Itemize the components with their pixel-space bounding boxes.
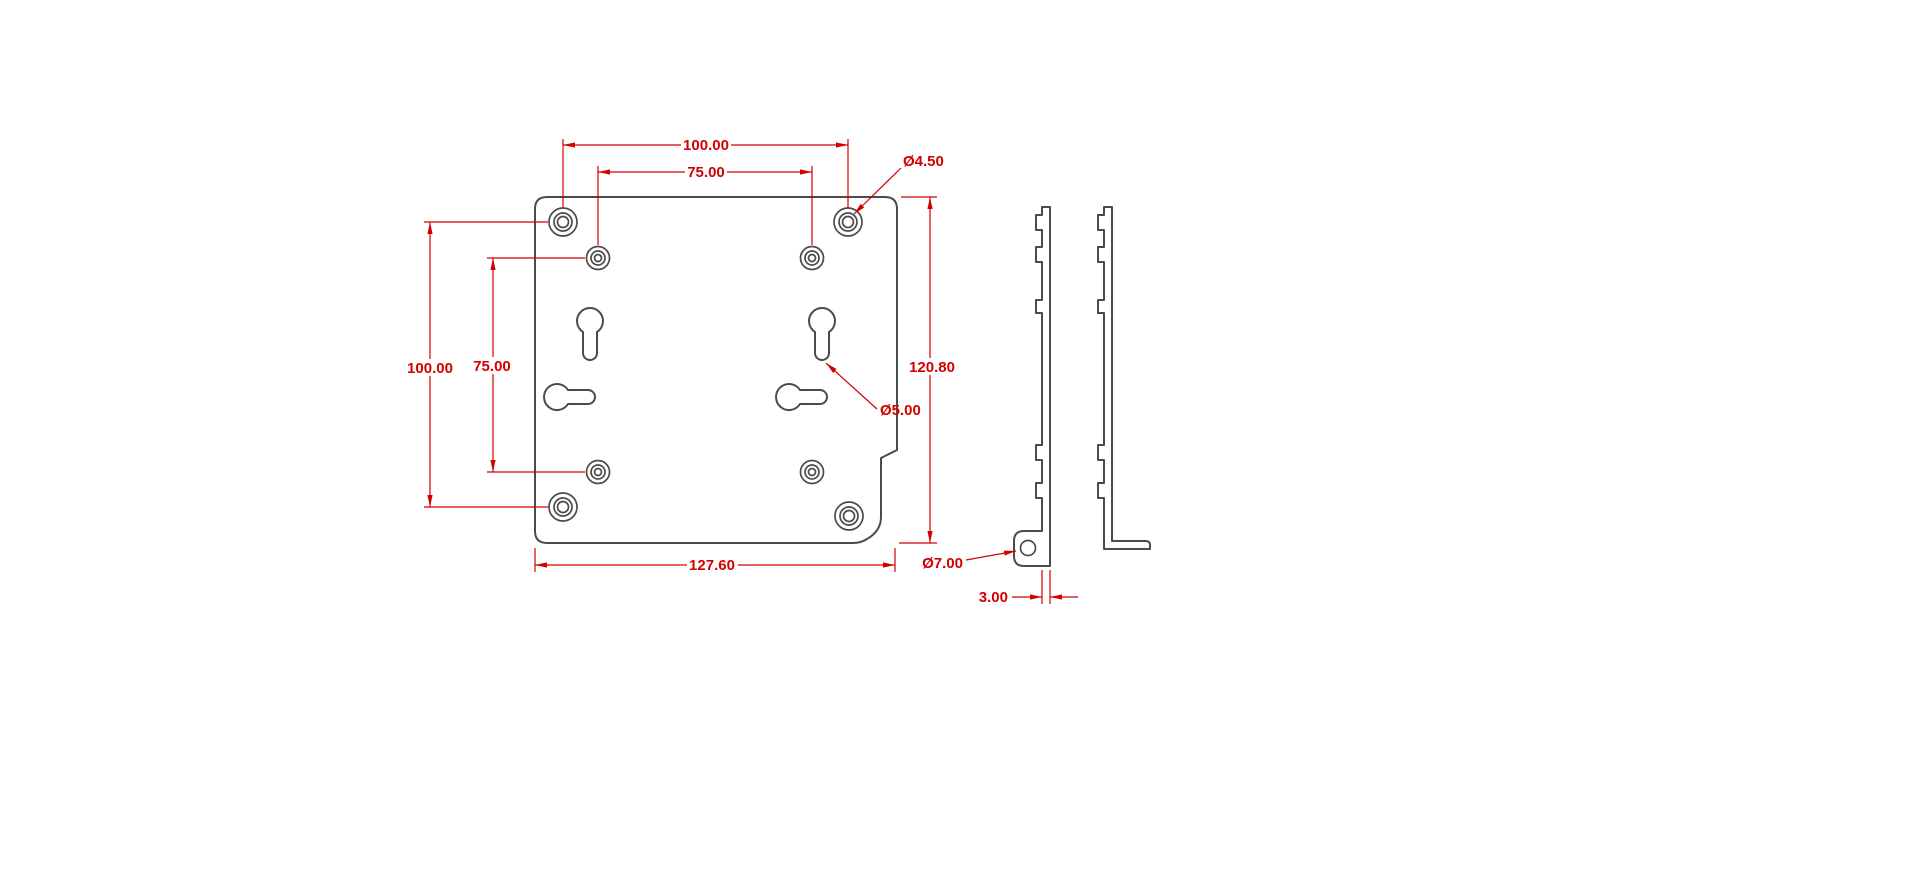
dim-label-tab-hole-dia: Ø7.00 bbox=[922, 555, 963, 572]
front-view bbox=[534, 196, 898, 544]
dim-label-left-outer: 100.00 bbox=[407, 360, 453, 377]
hole-ring-outer bbox=[799, 245, 825, 271]
inner-hole-top-left bbox=[585, 245, 611, 271]
dim-width: 127.60 bbox=[534, 548, 896, 574]
hole-ring-inner bbox=[593, 467, 603, 477]
dim-top-inner: 75.00 bbox=[597, 163, 813, 245]
inner-hole-top-right bbox=[799, 245, 825, 271]
hole-ring-inner bbox=[807, 467, 817, 477]
keyhole-horizontal-left bbox=[543, 383, 596, 411]
hole-ring-middle bbox=[804, 250, 820, 266]
dimensions: 100.00 75.00 100.00 bbox=[405, 136, 1078, 606]
label-mask bbox=[685, 163, 727, 180]
hole-ring-middle bbox=[553, 212, 573, 232]
hole-ring-inner bbox=[556, 500, 570, 514]
dim-label-keyhole-dia: Ø5.00 bbox=[880, 402, 921, 419]
hole-ring-middle bbox=[590, 464, 606, 480]
keyhole-horizontal-right bbox=[775, 383, 828, 411]
hole-ring-middle bbox=[553, 497, 573, 517]
corner-hole-bottom-left bbox=[548, 492, 578, 522]
leader-line bbox=[853, 167, 902, 215]
hole-ring-middle bbox=[839, 506, 859, 526]
side-view-front-profile bbox=[1013, 206, 1051, 567]
hole-ring-inner bbox=[807, 253, 817, 263]
keyhole-vertical-right bbox=[808, 307, 836, 361]
hole-ring-outer bbox=[548, 492, 578, 522]
leader-line bbox=[965, 550, 1017, 561]
callout-corner-hole-dia: Ø4.50 bbox=[853, 153, 944, 215]
dim-label-left-inner: 75.00 bbox=[473, 358, 511, 375]
hole-ring-middle bbox=[838, 212, 858, 232]
hole-ring-middle bbox=[590, 250, 606, 266]
dim-label-corner-hole-dia: Ø4.50 bbox=[903, 153, 944, 170]
callout-tab-hole-dia: Ø7.00 bbox=[922, 550, 1017, 572]
dim-left-outer: 100.00 bbox=[405, 221, 548, 508]
tab-hole bbox=[1019, 539, 1037, 557]
hole-ring-outer bbox=[585, 245, 611, 271]
label-mask bbox=[907, 358, 958, 375]
dim-top-outer: 100.00 bbox=[562, 136, 849, 208]
dim-left-inner: 75.00 bbox=[471, 257, 585, 473]
hole-ring-inner bbox=[593, 253, 603, 263]
dim-label-top-outer: 100.00 bbox=[683, 137, 729, 154]
label-mask bbox=[405, 359, 455, 376]
inner-hole-bottom-right bbox=[799, 459, 825, 485]
hole-ring-inner bbox=[556, 215, 570, 229]
dim-label-width: 127.60 bbox=[689, 557, 735, 574]
keyhole-vertical-left bbox=[576, 307, 604, 361]
hole-ring-middle bbox=[804, 464, 820, 480]
hole-ring-outer bbox=[834, 501, 864, 531]
hole-ring-inner bbox=[841, 215, 855, 229]
hole-ring-outer bbox=[799, 459, 825, 485]
hole-ring-outer bbox=[585, 459, 611, 485]
dim-height: 120.80 bbox=[899, 196, 958, 544]
dim-label-top-inner: 75.00 bbox=[687, 164, 725, 181]
corner-hole-bottom-right bbox=[834, 501, 864, 531]
label-mask bbox=[681, 136, 731, 153]
callout-keyhole-dia: Ø5.00 bbox=[825, 362, 921, 419]
plate-outline bbox=[534, 196, 898, 544]
side-profile-outline bbox=[1097, 206, 1151, 550]
inner-hole-bottom-left bbox=[585, 459, 611, 485]
label-mask bbox=[687, 556, 738, 573]
leader-line bbox=[825, 362, 878, 410]
dim-label-height: 120.80 bbox=[909, 359, 955, 376]
dim-thickness: 3.00 bbox=[979, 570, 1078, 606]
side-view-rear-profile bbox=[1097, 206, 1151, 550]
label-mask bbox=[471, 357, 513, 374]
side-profile-outline bbox=[1013, 206, 1051, 567]
dim-label-thickness: 3.00 bbox=[979, 589, 1008, 606]
hole-ring-inner bbox=[842, 509, 856, 523]
